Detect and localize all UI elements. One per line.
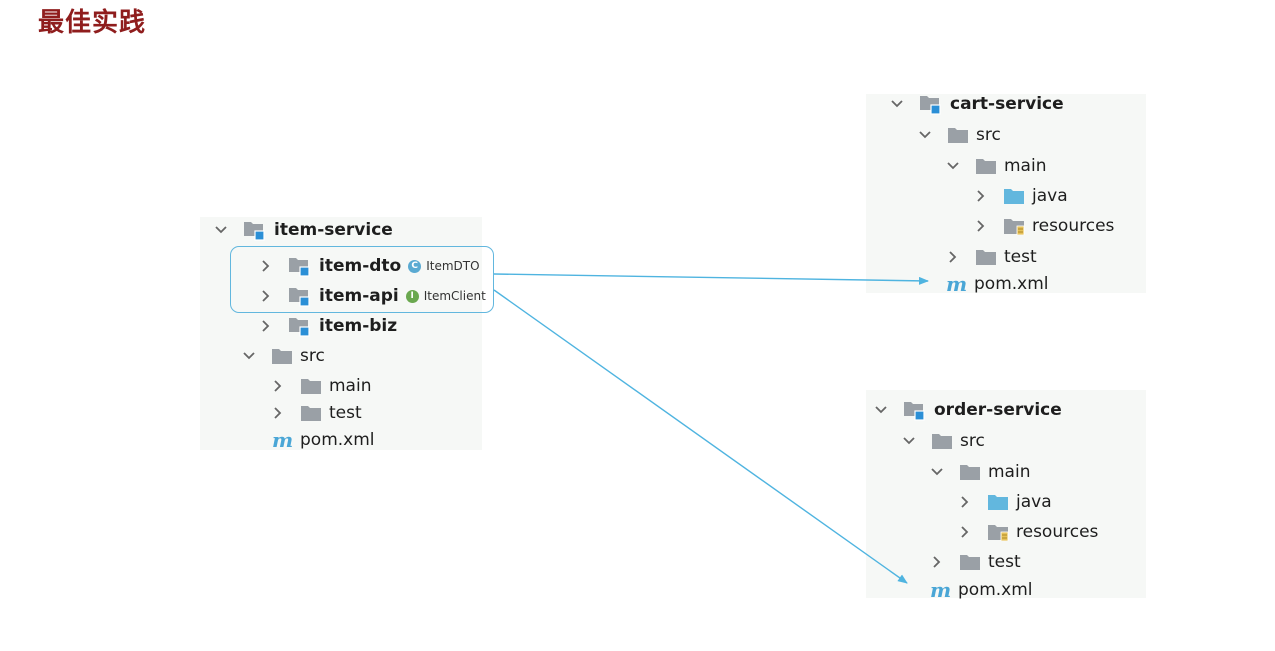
tree-label: pom.xml xyxy=(974,274,1049,294)
tree-node-pom[interactable]: m pom.xml xyxy=(930,576,1033,604)
tree-label: java xyxy=(1016,492,1052,512)
folder-icon xyxy=(301,378,321,394)
module-highlight-box xyxy=(230,246,494,313)
chevron-right-icon[interactable] xyxy=(957,524,973,540)
folder-icon xyxy=(932,433,952,449)
tree-label: test xyxy=(329,403,362,423)
tree-label: src xyxy=(976,125,1001,145)
chevron-right-icon[interactable] xyxy=(973,218,989,234)
interface-badge-icon: I xyxy=(405,289,419,303)
chevron-right-icon[interactable] xyxy=(973,188,989,204)
tree-label: item-service xyxy=(274,220,393,240)
tree-node-src[interactable]: src xyxy=(901,427,985,455)
tree-node-cart-service[interactable]: cart-service xyxy=(889,90,1064,118)
folder-icon xyxy=(301,405,321,421)
tree-label: cart-service xyxy=(950,94,1064,114)
module-folder-icon xyxy=(904,402,925,421)
tree-node-item-dto[interactable]: item-dto C ItemDTO xyxy=(258,252,480,280)
chevron-right-icon[interactable] xyxy=(929,554,945,570)
class-name: ItemDTO xyxy=(426,259,480,273)
chevron-down-icon[interactable] xyxy=(929,464,945,480)
folder-icon xyxy=(960,464,980,480)
tree-label: main xyxy=(1004,156,1047,176)
resources-folder-icon xyxy=(1004,218,1025,235)
tree-label: test xyxy=(988,552,1021,572)
tree-label: resources xyxy=(1032,216,1115,236)
tree-node-item-api[interactable]: item-api I ItemClient xyxy=(258,282,486,310)
page-title: 最佳实践 xyxy=(38,8,147,38)
tree-label: main xyxy=(988,462,1031,482)
tree-node-resources[interactable]: resources xyxy=(973,212,1114,240)
tree-node-java[interactable]: java xyxy=(957,488,1052,516)
chevron-right-icon[interactable] xyxy=(258,258,274,274)
module-folder-icon xyxy=(289,318,310,337)
tree-node-main[interactable]: main xyxy=(945,152,1046,180)
folder-icon xyxy=(948,127,968,143)
tree-node-test[interactable]: test xyxy=(945,243,1037,271)
chevron-down-icon[interactable] xyxy=(873,402,889,418)
tree-label: resources xyxy=(1016,522,1099,542)
class-badge-icon: C xyxy=(408,259,422,273)
arrow-to-order-service xyxy=(493,289,908,584)
chevron-down-icon[interactable] xyxy=(213,222,229,238)
maven-icon: m xyxy=(946,272,968,296)
chevron-down-icon[interactable] xyxy=(945,158,961,174)
folder-icon xyxy=(976,158,996,174)
chevron-down-icon[interactable] xyxy=(917,127,933,143)
tree-node-resources[interactable]: resources xyxy=(957,518,1098,546)
chevron-right-icon[interactable] xyxy=(258,318,274,334)
tree-node-pom[interactable]: m pom.xml xyxy=(946,270,1049,298)
tree-label: src xyxy=(960,431,985,451)
tree-label: src xyxy=(300,346,325,366)
chevron-right-icon[interactable] xyxy=(957,494,973,510)
chevron-right-icon[interactable] xyxy=(258,288,274,304)
chevron-right-icon[interactable] xyxy=(270,405,286,421)
tree-label: order-service xyxy=(934,400,1062,420)
tree-node-pom[interactable]: m pom.xml xyxy=(272,426,375,454)
tree-node-test[interactable]: test xyxy=(929,548,1021,576)
source-folder-icon xyxy=(988,494,1008,510)
tree-node-java[interactable]: java xyxy=(973,182,1068,210)
module-folder-icon xyxy=(289,258,310,277)
folder-icon xyxy=(272,348,292,364)
chevron-down-icon[interactable] xyxy=(901,433,917,449)
tree-node-main[interactable]: main xyxy=(270,372,371,400)
tree-node-item-service[interactable]: item-service xyxy=(213,216,393,244)
order-service-panel xyxy=(866,390,1146,598)
tree-node-src[interactable]: src xyxy=(917,121,1001,149)
chevron-right-icon[interactable] xyxy=(270,378,286,394)
chevron-right-icon[interactable] xyxy=(945,249,961,265)
chevron-down-icon[interactable] xyxy=(241,348,257,364)
tree-node-src[interactable]: src xyxy=(241,342,325,370)
tree-label: main xyxy=(329,376,372,396)
folder-icon xyxy=(960,554,980,570)
maven-icon: m xyxy=(272,428,294,452)
tree-node-main[interactable]: main xyxy=(929,458,1030,486)
tree-label: test xyxy=(1004,247,1037,267)
folder-icon xyxy=(976,249,996,265)
tree-node-order-service[interactable]: order-service xyxy=(873,396,1062,424)
chevron-down-icon[interactable] xyxy=(889,96,905,112)
source-folder-icon xyxy=(1004,188,1024,204)
maven-icon: m xyxy=(930,578,952,602)
arrow-to-cart-service xyxy=(493,273,929,285)
module-folder-icon xyxy=(244,222,265,241)
tree-label: java xyxy=(1032,186,1068,206)
class-name: ItemClient xyxy=(423,289,486,303)
tree-label: item-api xyxy=(319,286,399,306)
tree-label: pom.xml xyxy=(958,580,1033,600)
tree-label: item-dto xyxy=(319,256,402,276)
tree-label: pom.xml xyxy=(300,430,375,450)
item-service-panel xyxy=(200,217,482,450)
module-folder-icon xyxy=(920,96,941,115)
tree-node-test[interactable]: test xyxy=(270,399,362,427)
tree-node-item-biz[interactable]: item-biz xyxy=(258,312,397,340)
tree-label: item-biz xyxy=(319,316,398,336)
module-folder-icon xyxy=(289,288,310,307)
resources-folder-icon xyxy=(988,524,1009,541)
